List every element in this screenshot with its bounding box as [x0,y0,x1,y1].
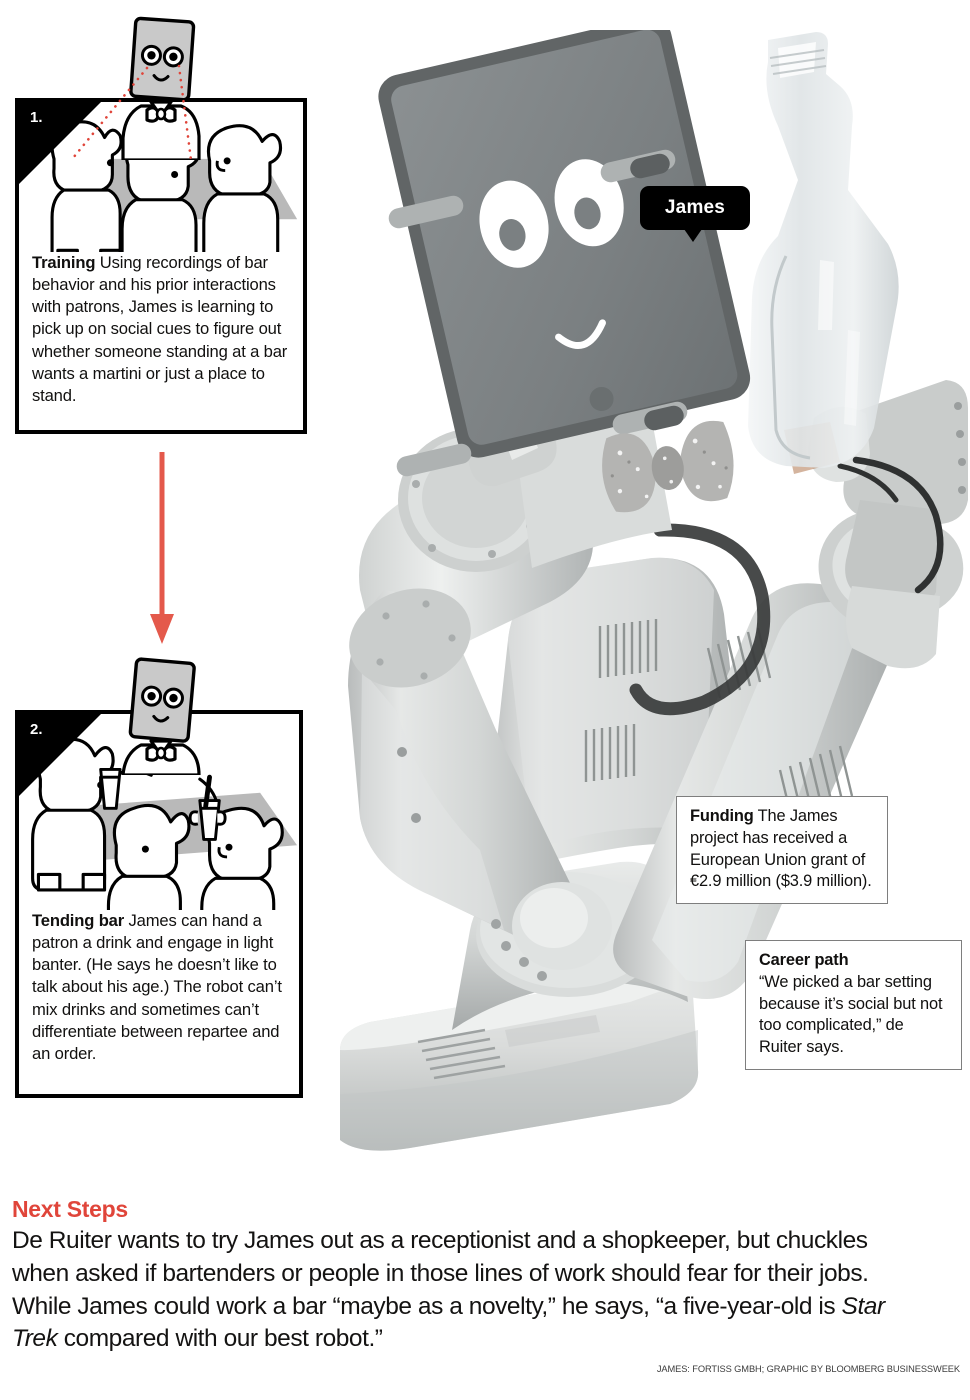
callout-funding: Funding The James project has received a… [676,796,888,905]
panel-2-heading: Tending bar [32,911,125,930]
callout-career-path: Career path “We picked a bar setting beca… [745,940,962,1071]
panel-2-text: Tending bar James can hand a patron a dr… [19,910,299,1073]
panel-2-corner-badge [19,714,101,796]
panel-1-text: Training Using recordings of bar behavio… [19,252,303,415]
step-flow-arrow [150,452,174,644]
next-steps-part1: De Ruiter wants to try James out as a re… [12,1227,869,1320]
robot-illustration [340,30,968,1151]
james-robot-photo [300,30,970,1155]
callout-funding-text: The James project has received a Europea… [690,807,872,891]
next-steps-heading: Next Steps [12,1196,128,1222]
panel-2-description: James can hand a patron a drink and enga… [32,911,282,1063]
step-panel-2: 2. [15,710,303,1098]
callout-funding-heading: Funding [690,807,754,825]
panel-1-heading: Training [32,253,96,272]
james-callout-tag: James [640,186,750,242]
step-panel-1: 1. [15,98,307,434]
callout-career-heading: Career path [759,951,849,969]
image-credit: JAMES: FORTISS GMBH; GRAPHIC BY BLOOMBER… [656,1364,960,1374]
panel-1-number: 1. [30,109,43,126]
panel-1-description: Using recordings of bar behavior and his… [32,253,288,405]
next-steps-part2: compared with our best robot.” [57,1325,383,1353]
callout-career-text: “We picked a bar setting because it’s so… [759,972,943,1057]
next-steps-section: Next Steps De Ruiter wants to try James … [12,1196,912,1356]
james-tag-label: James [664,197,726,218]
next-steps-paragraph: De Ruiter wants to try James out as a re… [12,1225,912,1356]
next-steps-italic-title: Star Trek [12,1292,885,1353]
panel-2-number: 2. [30,721,43,738]
